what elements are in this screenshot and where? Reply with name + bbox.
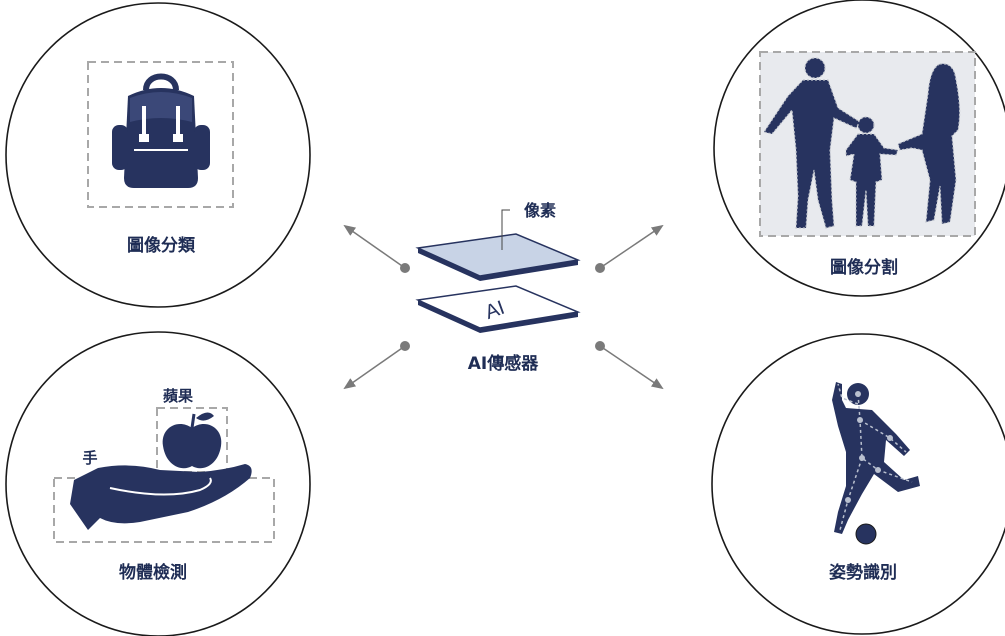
panel-pose-recognition: 姿勢識別: [711, 333, 1005, 635]
apple-icon: [162, 412, 222, 469]
arrows: [343, 224, 664, 390]
soccer-ball-icon: [855, 523, 877, 545]
arrow-to-segmentation: [599, 224, 664, 269]
arrow-to-pose: [599, 345, 664, 390]
classification-box: [87, 61, 234, 208]
arrow-to-detection: [343, 345, 406, 390]
backpack-icon: [112, 73, 210, 188]
segmentation-label: 圖像分割: [830, 257, 898, 278]
detection-label: 物體檢測: [119, 562, 187, 583]
pixel-layer: [415, 233, 581, 277]
panel-object-detection: 蘋果 手 物體檢測: [5, 331, 311, 636]
soccer-player-icon: [832, 382, 920, 545]
hand-icon: [70, 464, 252, 530]
arrow-to-classification: [343, 224, 406, 269]
family-silhouette-icon: [763, 57, 961, 229]
classification-label: 圖像分類: [127, 236, 196, 256]
pose-label: 姿勢識別: [829, 562, 897, 583]
hand-box-label: 手: [82, 449, 97, 467]
pixel-label: 像素: [524, 201, 556, 220]
panel-image-classification: 圖像分類: [5, 2, 311, 308]
sensor-label: AI傳感器: [468, 353, 539, 374]
panel-image-segmentation: 圖像分割: [713, 0, 1005, 297]
ai-sensor-center: 像素 AI AI傳感器: [415, 201, 581, 374]
pixel-leader-line: [501, 209, 510, 250]
apple-box-label: 蘋果: [163, 387, 194, 405]
